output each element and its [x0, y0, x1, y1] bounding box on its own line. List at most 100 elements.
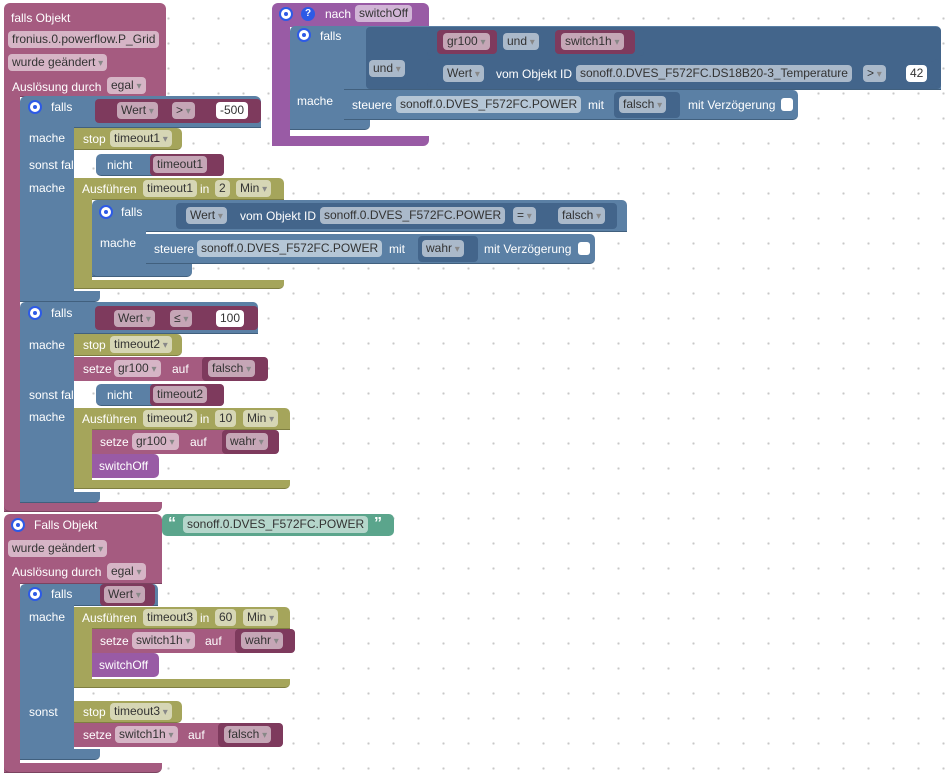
gear-icon[interactable] [28, 306, 42, 320]
bool-dropdown[interactable]: falsch [224, 726, 272, 743]
unit-dropdown[interactable]: Min [243, 410, 279, 427]
object-id-field[interactable]: sonoff.0.DVES_F572FC.POWER [320, 207, 506, 224]
checkbox-icon[interactable] [781, 98, 793, 111]
timeout-block-1[interactable]: Ausführen timeout1 in 2 Min [74, 178, 284, 200]
in-label: in [200, 412, 210, 426]
operator-dropdown[interactable]: = [513, 207, 536, 224]
timer-var[interactable]: timeout2 [153, 386, 208, 403]
if-block-3[interactable]: falls gr100 und switch1h und Wert vom Ob… [290, 26, 941, 90]
event-header: falls Objekt [11, 11, 71, 25]
bool-dropdown[interactable]: wahr [226, 433, 268, 450]
bool-dropdown[interactable]: falsch [558, 207, 606, 224]
timer-var[interactable]: timeout1 [153, 156, 208, 173]
bool-dropdown[interactable]: wahr [241, 632, 283, 649]
gear-icon[interactable] [28, 587, 42, 601]
stop-label: stop [83, 338, 106, 352]
call-switchoff-2[interactable]: switchOff [92, 653, 159, 677]
gear-icon[interactable] [28, 100, 42, 114]
unit-dropdown[interactable]: Min [236, 180, 272, 197]
timeout-block-2[interactable]: Ausführen timeout2 in 10 Min [74, 408, 290, 430]
not-block-2[interactable]: nicht timeout2 [96, 384, 224, 406]
bool-dropdown[interactable]: wahr [422, 240, 464, 257]
setze-block-4[interactable]: setze switch1h auf falsch [74, 723, 283, 747]
call-switchoff-1[interactable]: switchOff [92, 454, 159, 478]
ausloesung-dropdown[interactable]: egal [107, 77, 146, 94]
mit-verzoegerung-label: mit Verzögerung [688, 98, 776, 112]
timer-name[interactable]: timeout2 [143, 410, 198, 427]
timer-dropdown[interactable]: timeout2 [110, 336, 172, 353]
timer-name[interactable]: timeout3 [143, 609, 198, 626]
stop-timer-block-3[interactable]: stop timeout3 [74, 701, 182, 723]
event-block-power[interactable]: Falls Objekt wurde geändert Auslösung du… [4, 514, 162, 584]
operator-dropdown[interactable]: > [863, 65, 886, 82]
und-dropdown[interactable]: und [503, 33, 539, 50]
setze-block-3[interactable]: setze switch1h auf wahr [92, 629, 295, 653]
gear-icon[interactable] [11, 518, 25, 532]
bool-dropdown[interactable]: falsch [208, 360, 256, 377]
operator-dropdown[interactable]: ≤ [170, 310, 193, 327]
und-dropdown[interactable]: und [369, 60, 405, 77]
variable-dropdown[interactable]: switch1h [132, 632, 195, 649]
number-field[interactable]: 100 [216, 310, 245, 327]
timeout-block-3-bottom [74, 679, 290, 688]
wert-dropdown[interactable]: Wert [186, 207, 227, 224]
ausloesung-dropdown[interactable]: egal [107, 563, 146, 580]
unit-dropdown[interactable]: Min [243, 609, 279, 626]
timer-name[interactable]: timeout1 [143, 180, 198, 197]
in-label: in [200, 611, 210, 625]
number-field[interactable]: 42 [906, 65, 928, 82]
if-block-1[interactable]: falls Wert > -500 [20, 96, 261, 128]
stop-timer-block-1[interactable]: stop timeout1 [74, 128, 182, 150]
text-block-object-id[interactable]: “ sonoff.0.DVES_F572FC.POWER ” [162, 514, 394, 536]
object-id-field[interactable]: sonoff.0.DVES_F572FC.DS18B20-3_Temperatu… [576, 65, 852, 82]
operator-dropdown[interactable]: > [172, 102, 195, 119]
trigger-dropdown[interactable]: wurde geändert [8, 540, 108, 557]
checkbox-icon[interactable] [578, 242, 590, 255]
if-block-2[interactable]: falls Wert ≤ 100 [20, 302, 258, 334]
object-id-field[interactable]: sonoff.0.DVES_F572FC.POWER [183, 516, 369, 533]
gear-icon[interactable] [297, 28, 311, 42]
number-field[interactable]: -500 [216, 102, 249, 119]
gear-icon[interactable] [99, 205, 113, 219]
mache-label: mache [100, 236, 137, 250]
wert-dropdown[interactable]: Wert [443, 65, 484, 82]
variable-dropdown[interactable]: switch1h [561, 33, 624, 50]
variable-dropdown[interactable]: switch1h [115, 726, 178, 743]
function-name-field[interactable]: switchOff [355, 5, 413, 22]
if-block-2-spine [20, 333, 74, 503]
time-field[interactable]: 60 [215, 609, 237, 626]
gear-icon[interactable] [279, 7, 293, 21]
variable-dropdown[interactable]: gr100 [443, 33, 490, 50]
time-field[interactable]: 2 [215, 180, 230, 197]
if-else-block[interactable]: falls Wert [20, 584, 158, 606]
event-block-pgrid[interactable]: falls Objekt fronius.0.powerflow.P_Grid … [4, 3, 166, 97]
timer-dropdown[interactable]: timeout3 [110, 703, 172, 720]
trigger-dropdown[interactable]: wurde geändert [8, 54, 108, 71]
variable-dropdown[interactable]: gr100 [132, 433, 179, 450]
steuere-label: steuere [352, 98, 393, 112]
object-id-field[interactable]: sonoff.0.DVES_F572FC.POWER [197, 240, 383, 257]
not-block-1[interactable]: nicht timeout1 [96, 154, 224, 176]
timeout-block-3[interactable]: Ausführen timeout3 in 60 Min [74, 607, 290, 629]
inner-if-block[interactable]: falls Wert vom Objekt ID sonoff.0.DVES_F… [92, 200, 627, 232]
setze-label: setze [83, 728, 112, 742]
help-icon[interactable]: ? [301, 7, 315, 21]
setze-block-1[interactable]: setze gr100 auf falsch [74, 357, 268, 381]
function-def-switchoff[interactable]: ? nach switchOff [272, 3, 429, 27]
object-id-field[interactable]: fronius.0.powerflow.P_Grid [8, 31, 160, 48]
bool-dropdown[interactable]: falsch [619, 96, 667, 113]
timer-dropdown[interactable]: timeout1 [110, 130, 172, 147]
stop-timer-block-2[interactable]: stop timeout2 [74, 334, 182, 356]
setze-block-2[interactable]: setze gr100 auf wahr [92, 430, 279, 454]
wert-dropdown[interactable]: Wert [114, 310, 155, 327]
wert-dropdown[interactable]: Wert [104, 586, 145, 603]
mit-verzoegerung-label: mit Verzögerung [484, 242, 572, 256]
object-id-field[interactable]: sonoff.0.DVES_F572FC.POWER [396, 96, 582, 113]
variable-dropdown[interactable]: gr100 [114, 360, 161, 377]
steuere-block-2[interactable]: steuere sonoff.0.DVES_F572FC.POWER mit f… [344, 90, 798, 120]
time-field[interactable]: 10 [215, 410, 237, 427]
if-else-bottom [20, 749, 100, 760]
wert-dropdown[interactable]: Wert [117, 102, 158, 119]
auf-label: auf [190, 435, 207, 449]
steuere-block-1[interactable]: steuere sonoff.0.DVES_F572FC.POWER mit w… [146, 234, 595, 264]
